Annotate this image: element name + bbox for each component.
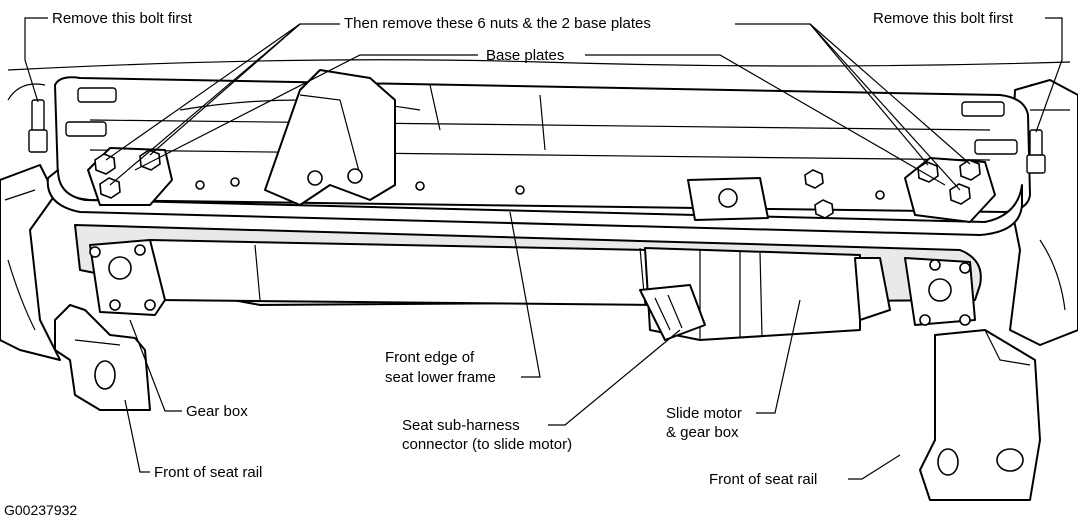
label-sub-harness-1: Seat sub-harness	[402, 417, 520, 434]
figure-code: G00237932	[4, 502, 77, 518]
label-remove-nuts: Then remove these 6 nuts & the 2 base pl…	[344, 15, 651, 32]
label-remove-bolt-left: Remove this bolt first	[52, 10, 193, 27]
left-bolt-first	[28, 99, 48, 153]
right-gearbox-plate	[904, 257, 976, 326]
front-edge-tube	[46, 169, 1023, 236]
left-side-panel	[0, 164, 61, 361]
leader-lines	[24, 17, 1063, 480]
left-studs	[65, 87, 117, 137]
label-slide-motor-1: Slide motor	[666, 405, 742, 422]
label-sub-harness-2: connector (to slide motor)	[402, 436, 572, 453]
left-gearbox-plate	[89, 239, 166, 316]
label-slide-motor-2: & gear box	[666, 424, 739, 441]
right-base-plate	[904, 157, 996, 223]
label-front-seat-rail-right: Front of seat rail	[709, 471, 817, 488]
label-gear-box: Gear box	[186, 403, 248, 420]
left-seat-rail	[54, 304, 151, 411]
right-studs	[961, 101, 1018, 155]
right-seat-rail	[919, 329, 1041, 501]
label-remove-bolt-right: Remove this bolt first	[873, 10, 1014, 27]
mid-nuts	[195, 169, 885, 221]
label-base-plates: Base plates	[486, 47, 564, 64]
label-front-seat-rail-left: Front of seat rail	[154, 464, 262, 481]
labels: Remove this bolt first Then remove these…	[4, 10, 1014, 518]
seat-lower-frame	[54, 76, 1031, 213]
label-front-edge-2: seat lower frame	[385, 369, 496, 386]
right-bolt-first	[1026, 129, 1046, 174]
motor-tube	[74, 224, 982, 341]
sub-harness-connector	[639, 284, 706, 341]
label-front-edge-1: Front edge of	[385, 349, 475, 366]
